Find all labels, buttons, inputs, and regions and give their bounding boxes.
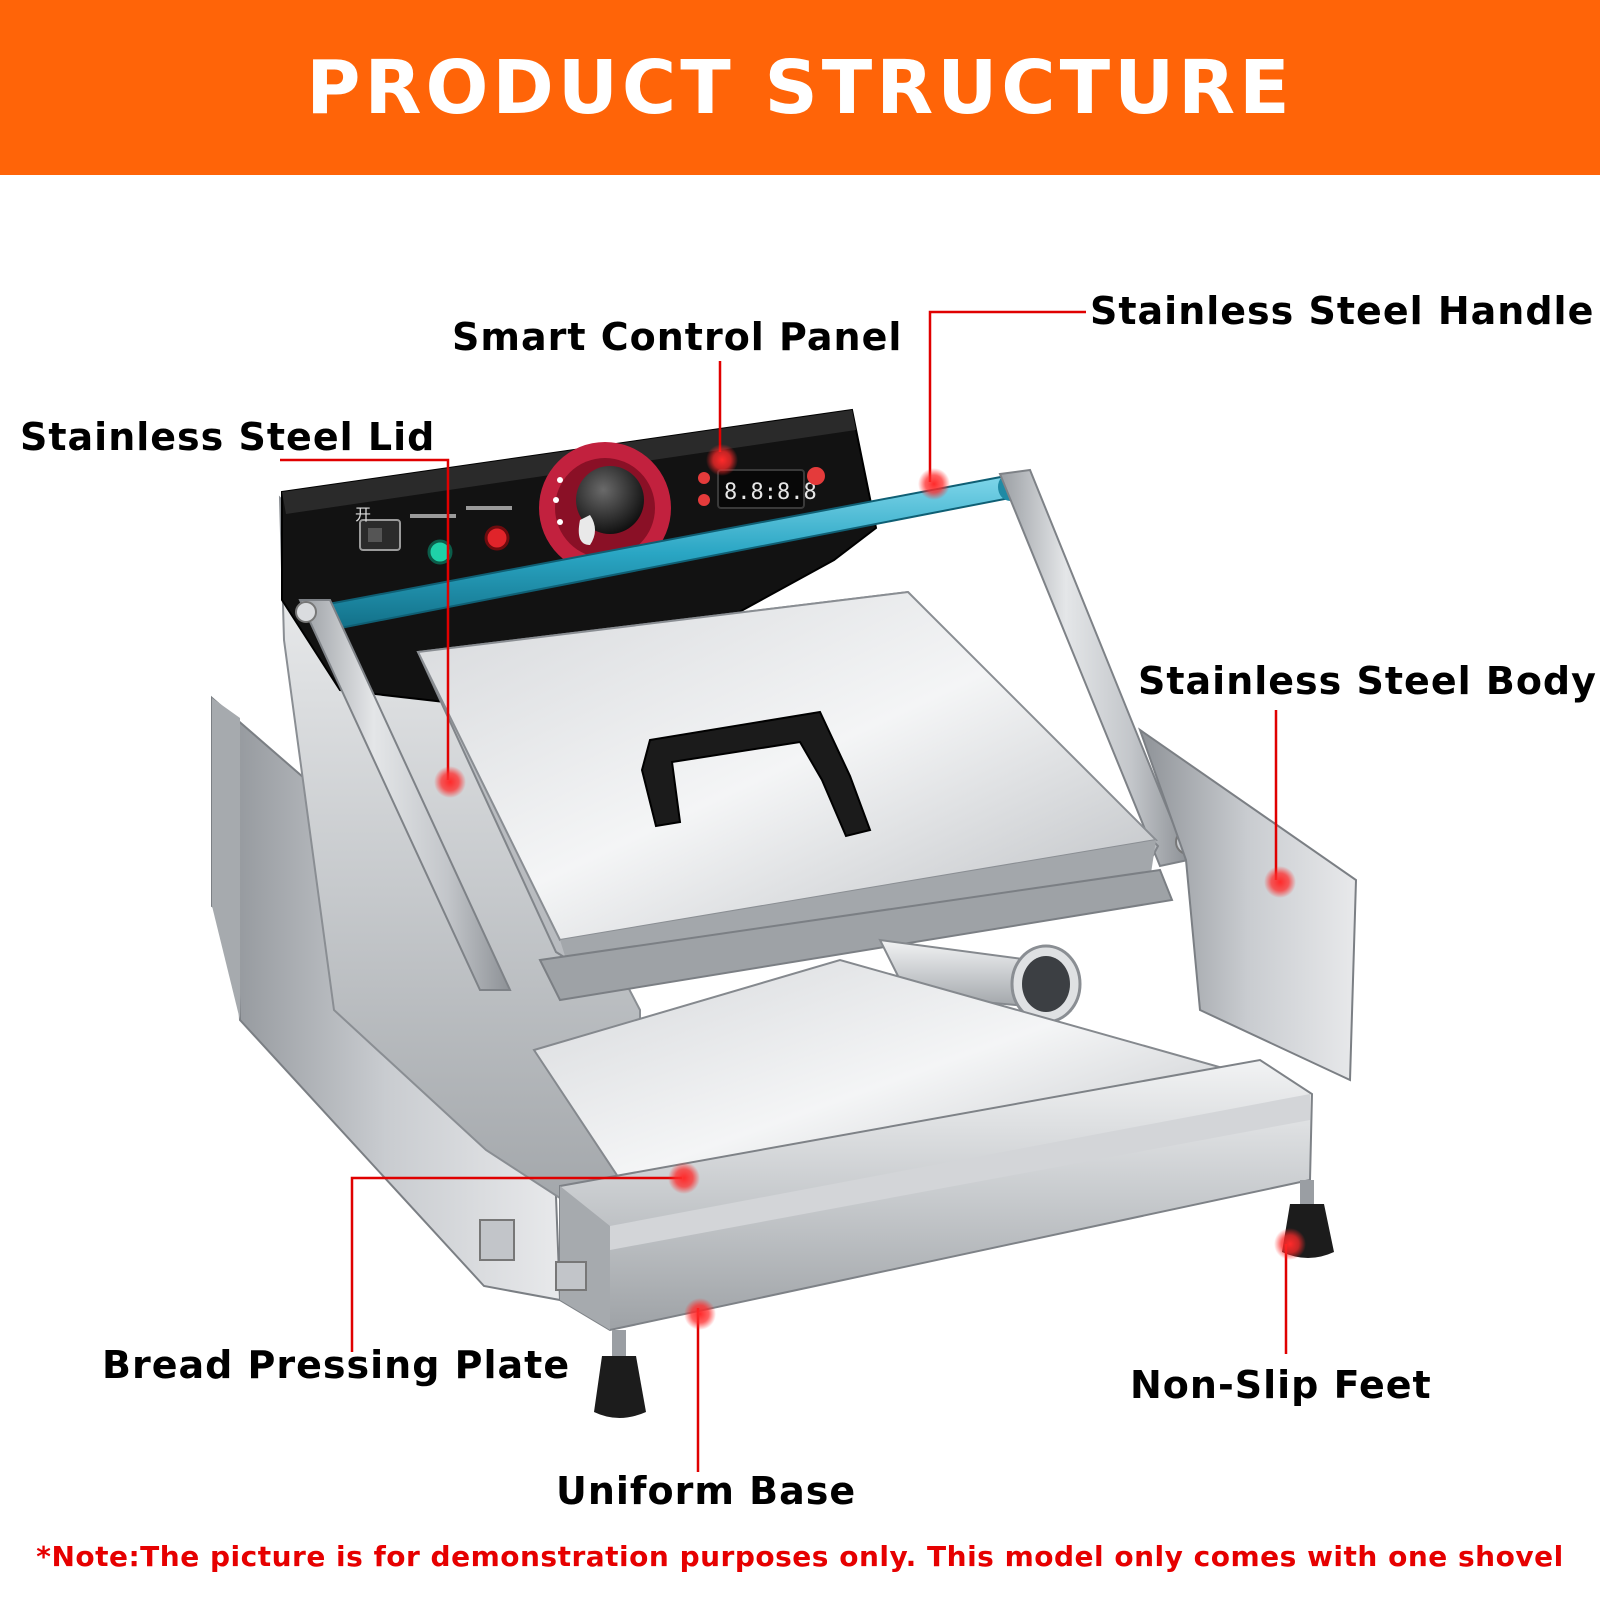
- power-switch: 开: [355, 505, 401, 551]
- red-indicator-light: [484, 525, 510, 551]
- dot-feet: [1274, 1228, 1306, 1260]
- leader-pressing-plate: [350, 1176, 682, 1352]
- display-readout: 8.8:8.8: [724, 480, 817, 505]
- lid-handle: [640, 710, 872, 838]
- temperature-knob: [539, 442, 671, 574]
- switch-label: 开: [355, 505, 371, 524]
- leader-lid: [280, 458, 450, 780]
- label-stainless-steel-handle: Stainless Steel Handle: [1090, 289, 1595, 333]
- header-banner: PRODUCT STRUCTURE: [0, 0, 1600, 175]
- panel-legend-text: [410, 506, 512, 518]
- label-non-slip-feet: Non-Slip Feet: [1130, 1363, 1432, 1407]
- leader-handle: [928, 310, 1086, 482]
- green-indicator-light: [427, 539, 453, 565]
- digital-display: 8.8:8.8: [698, 467, 825, 509]
- leader-lines: [280, 310, 1288, 1472]
- label-stainless-steel-lid: Stainless Steel Lid: [20, 415, 436, 459]
- upper-lid: [416, 590, 1174, 1002]
- dot-control-panel: [706, 444, 738, 476]
- dot-handle: [918, 468, 950, 500]
- page-title: PRODUCT STRUCTURE: [306, 44, 1294, 131]
- upper-tube: [878, 938, 1082, 1024]
- label-uniform-base: Uniform Base: [556, 1469, 857, 1513]
- marker-dots: [434, 444, 1306, 1330]
- footer-note: *Note:The picture is for demonstration p…: [36, 1540, 1564, 1573]
- label-bread-pressing-plate: Bread Pressing Plate: [102, 1343, 571, 1387]
- base-frame: [479, 1058, 1314, 1332]
- label-stainless-steel-body: Stainless Steel Body: [1138, 659, 1597, 703]
- right-side-panel: [1138, 727, 1358, 1082]
- dot-lid: [434, 766, 466, 798]
- dot-body: [1264, 866, 1296, 898]
- label-smart-control-panel: Smart Control Panel: [452, 315, 903, 359]
- dot-pressing-plate: [668, 1162, 700, 1194]
- dot-base: [684, 1298, 716, 1330]
